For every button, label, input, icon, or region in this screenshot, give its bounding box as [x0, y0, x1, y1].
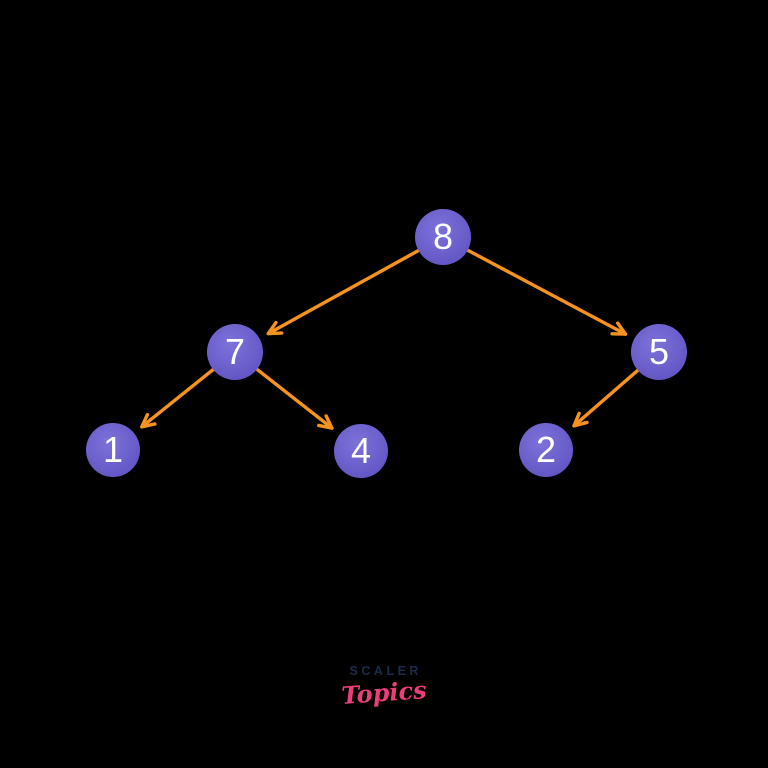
scaler-topics-logo: SCALER Topics [324, 664, 444, 710]
tree-node-value: 5 [648, 331, 670, 372]
tree-node-8: 8 [415, 209, 471, 265]
logo-sub-text: Topics [340, 675, 428, 710]
tree-node-value: 7 [224, 331, 246, 372]
logo-brand-text: SCALER [349, 664, 422, 678]
tree-node-7: 7 [207, 324, 263, 380]
tree-node-4: 4 [334, 424, 388, 478]
tree-node-2: 2 [519, 423, 573, 477]
tree-edge-7-4 [255, 367, 334, 430]
tree-node-value: 1 [102, 429, 124, 470]
tree-node-value: 8 [432, 216, 454, 257]
tree-node-value: 4 [350, 430, 372, 471]
tree-edge-8-7 [266, 248, 421, 336]
tree-node-5: 5 [631, 324, 687, 380]
tree-edge-7-1 [140, 367, 215, 429]
tree-edge-8-5 [466, 248, 628, 336]
tree-edge-5-2 [572, 368, 640, 428]
tree-node-value: 2 [535, 429, 557, 470]
tree-node-1: 1 [86, 423, 140, 477]
